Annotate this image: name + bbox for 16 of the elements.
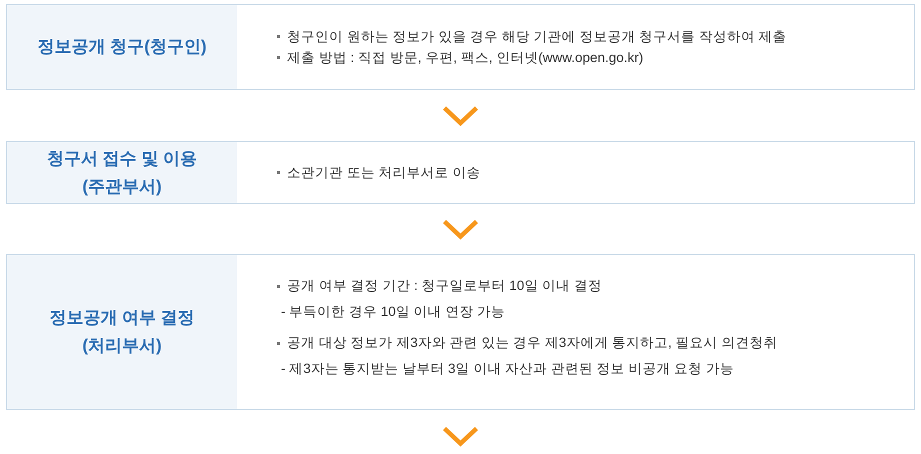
note-text: - 제3자는 통지받는 날부터 3일 이내 자산과 관련된 정보 비공개 요청 가능 [281, 360, 734, 378]
step-title: 정보공개 여부 결정 (처리부서) [48, 307, 196, 357]
step-box [6, 141, 915, 204]
chevron-arrow [442, 220, 478, 240]
step-title: 정보공개 청구(청구인) [37, 36, 207, 58]
bullet-text: 청구인이 원하는 정보가 있을 경우 해당 기관에 정보공개 청구서를 작성하여 제출 [287, 28, 787, 46]
chevron-arrow [442, 426, 478, 447]
bullet-text: 공개 여부 결정 기간 : 청구일로부터 10일 이내 결정 [287, 277, 602, 295]
note-text: - 부득이한 경우 10일 이내 연장 가능 [281, 303, 506, 321]
step-title: 청구서 접수 및 이용 (주관부서) [46, 148, 198, 198]
bullet-text: 공개 대상 정보가 제3자와 관련 있는 경우 제3자에게 통지하고, 필요시 의견청취 [287, 334, 778, 352]
bullet-text: 제출 방법 : 직접 방문, 우편, 팩스, 인터넷(www.open.go.kr) [287, 48, 644, 66]
step-box [6, 254, 915, 410]
chevron-arrow [442, 106, 478, 126]
bullet-text: 소관기관 또는 처리부서로 이송 [287, 164, 480, 182]
step-box [6, 4, 915, 90]
